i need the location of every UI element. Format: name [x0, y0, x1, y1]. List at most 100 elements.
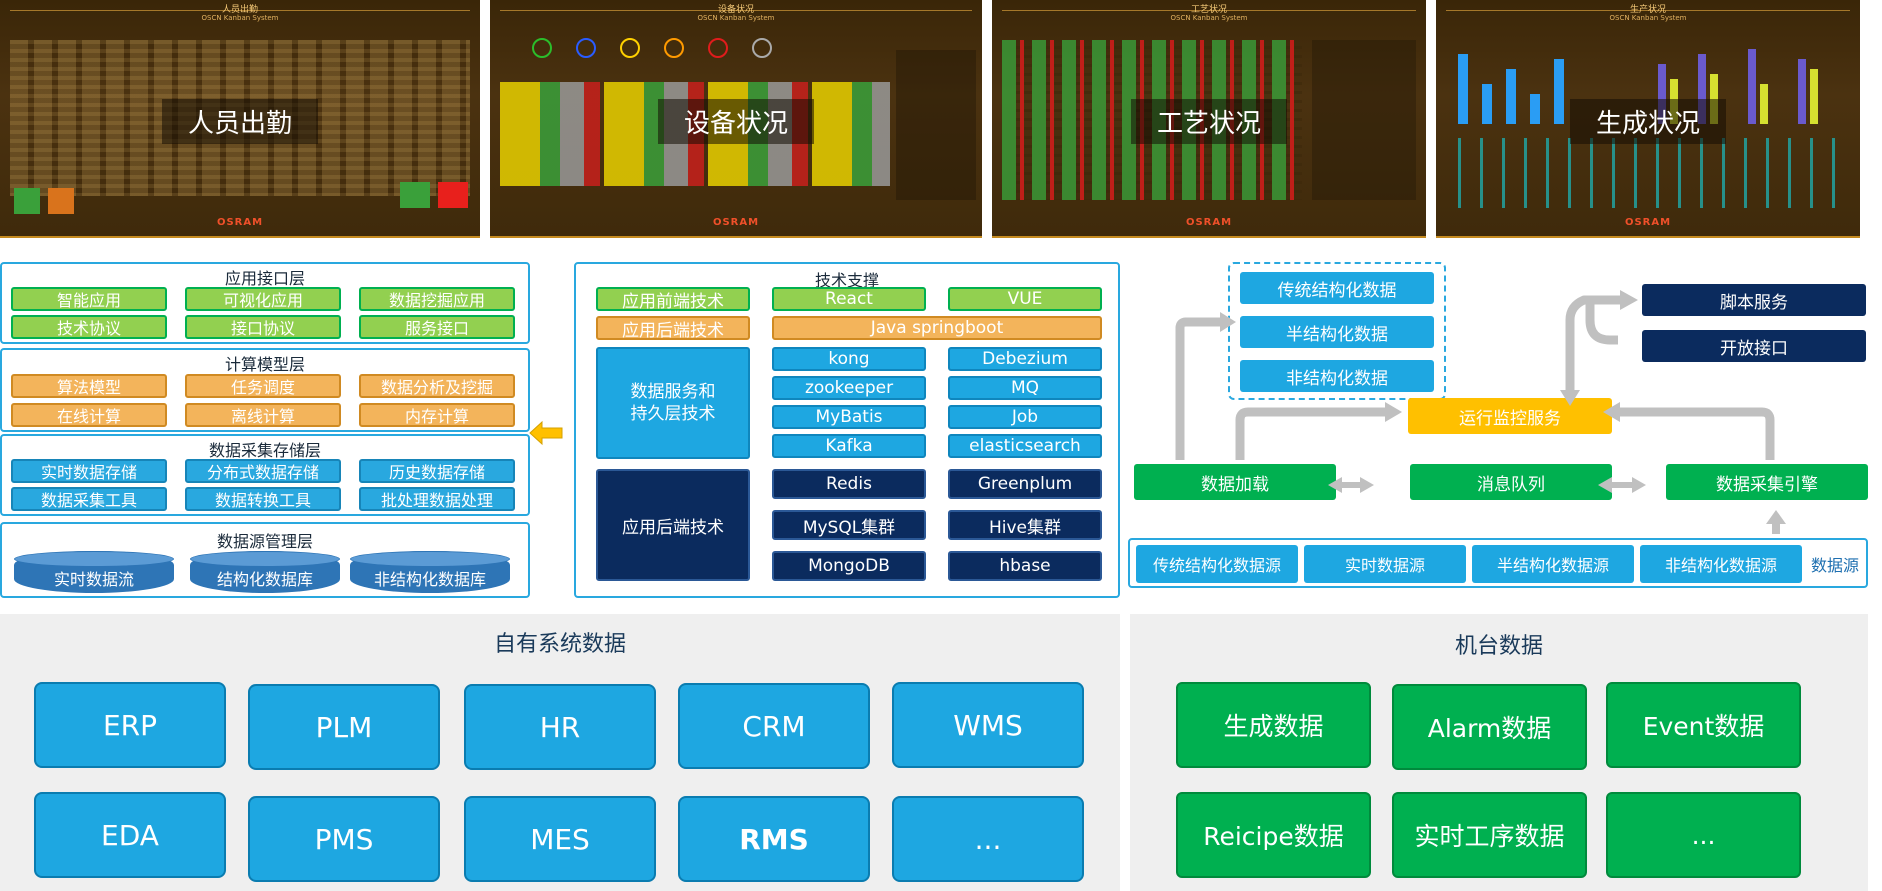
tech-item[interactable]: MQ — [948, 376, 1102, 400]
dashboard-title: 生成状况 — [1569, 99, 1727, 144]
tech-title: 技术支撑 — [814, 271, 879, 290]
dashboard-production[interactable]: 生产状况 OSCN Kanban System 生成状况 OSRAM — [1436, 0, 1860, 238]
tech-item[interactable]: Java springboot — [772, 316, 1102, 340]
monitor-service[interactable]: 运行监控服务 — [1408, 398, 1612, 434]
tech-item[interactable]: MyBatis — [772, 405, 926, 429]
status-ring — [620, 38, 640, 58]
machine-data-tile[interactable]: 实时工序数据 — [1392, 792, 1587, 878]
dashboard-subtitle: OSCN Kanban System — [201, 14, 279, 22]
machine-data-tile[interactable]: Alarm数据 — [1392, 684, 1587, 770]
tech-item[interactable]: Job — [948, 405, 1102, 429]
equipment-sidebar — [896, 50, 976, 200]
system-tile[interactable]: MES — [464, 796, 656, 882]
data-source-item[interactable]: 半结构化数据源 — [1472, 545, 1634, 583]
layer-item[interactable]: 技术协议 — [11, 315, 167, 339]
layer-item[interactable]: 数据分析及挖掘 — [359, 374, 515, 398]
tech-item[interactable]: MongoDB — [772, 551, 926, 581]
data-source-label: 数据源 — [1810, 556, 1859, 575]
data-type-item[interactable]: 非结构化数据 — [1240, 360, 1434, 392]
layer-item[interactable]: 数据挖掘应用 — [359, 287, 515, 311]
dashboard-attendance[interactable]: 人员出勤 OSCN Kanban System 人员出勤 OSRAM — [0, 0, 480, 238]
system-tile[interactable]: HR — [464, 684, 656, 770]
machine-data-tile[interactable]: Reicipe数据 — [1176, 792, 1371, 878]
system-tile[interactable]: ERP — [34, 682, 226, 768]
collect-engine[interactable]: 数据采集引擎 — [1666, 464, 1868, 500]
script-service[interactable]: 脚本服务 — [1642, 284, 1866, 316]
dashboard-equipment[interactable]: 设备状况 OSCN Kanban System 设备状况 OSRAM — [490, 0, 982, 238]
process-notes — [1312, 40, 1416, 200]
frontend-label[interactable]: 应用前端技术 — [596, 287, 750, 312]
backend-label[interactable]: 应用后端技术 — [596, 316, 750, 341]
data-source-item[interactable]: 传统结构化数据源 — [1136, 545, 1298, 583]
status-ring — [576, 38, 596, 58]
system-tile[interactable]: WMS — [892, 682, 1084, 768]
message-queue[interactable]: 消息队列 — [1410, 464, 1612, 500]
left-arrow-icon — [529, 420, 563, 446]
tech-item[interactable]: kong — [772, 347, 926, 371]
layer-item[interactable]: 离线计算 — [185, 403, 341, 427]
dashboard-header: 设备状况 — [717, 5, 755, 15]
tech-item[interactable]: Redis — [772, 469, 926, 499]
layer-item[interactable]: 算法模型 — [11, 374, 167, 398]
layer-item[interactable]: 内存计算 — [359, 403, 515, 427]
collect-storage-layer: 数据采集存储层 实时数据存储 分布式数据存储 历史数据存储 数据采集工具 数据转… — [0, 434, 530, 516]
own-data-title: 自有系统数据 — [493, 632, 626, 657]
cylinder-label: 结构化数据库 — [216, 570, 313, 589]
tech-item[interactable]: Kafka — [772, 434, 926, 458]
database-cylinder[interactable]: 实时数据流 — [14, 551, 174, 593]
system-tile[interactable]: ... — [892, 796, 1084, 882]
dashboard-title: 工艺状况 — [1130, 99, 1288, 144]
backend2-label[interactable]: 应用后端技术 — [596, 469, 750, 581]
data-source-item[interactable]: 实时数据源 — [1304, 545, 1466, 583]
dashboard-subtitle: OSCN Kanban System — [1609, 14, 1687, 22]
dashboard-process[interactable]: 工艺状况 OSCN Kanban System 工艺状况 OSRAM — [992, 0, 1426, 238]
system-tile[interactable]: CRM — [678, 683, 870, 769]
layer-item[interactable]: 在线计算 — [11, 403, 167, 427]
layer-item[interactable]: 可视化应用 — [185, 287, 341, 311]
tech-item[interactable]: Hive集群 — [948, 510, 1102, 540]
system-tile[interactable]: RMS — [678, 796, 870, 882]
layer-item[interactable]: 分布式数据存储 — [185, 459, 341, 483]
tech-item[interactable]: Debezium — [948, 347, 1102, 371]
layer-item[interactable]: 数据采集工具 — [11, 487, 167, 511]
status-ring — [752, 38, 772, 58]
machine-data-tile[interactable]: 生成数据 — [1176, 682, 1371, 768]
data-source-item[interactable]: 非结构化数据源 — [1640, 545, 1802, 583]
data-service-label[interactable]: 数据服务和持久层技术 — [596, 347, 750, 459]
dashboard-header-line — [10, 10, 470, 11]
layer-item[interactable]: 批处理数据处理 — [359, 487, 515, 511]
layer-item[interactable]: 数据转换工具 — [185, 487, 341, 511]
database-cylinder[interactable]: 非结构化数据库 — [350, 551, 510, 593]
layer-item[interactable]: 任务调度 — [185, 374, 341, 398]
dashboard-header-line — [500, 10, 972, 11]
layer-title: 数据源管理层 — [216, 532, 313, 551]
status-ring — [664, 38, 684, 58]
layer-item[interactable]: 智能应用 — [11, 287, 167, 311]
data-type-item[interactable]: 传统结构化数据 — [1240, 272, 1434, 304]
tech-item[interactable]: Greenplum — [948, 469, 1102, 499]
tech-item[interactable]: hbase — [948, 551, 1102, 581]
tech-item[interactable]: elasticsearch — [948, 434, 1102, 458]
open-interface[interactable]: 开放接口 — [1642, 330, 1866, 362]
tech-item[interactable]: zookeeper — [772, 376, 926, 400]
machine-data-tile[interactable]: Event数据 — [1606, 682, 1801, 768]
layer-item[interactable]: 实时数据存储 — [11, 459, 167, 483]
system-tile[interactable]: EDA — [34, 792, 226, 878]
data-type-item[interactable]: 半结构化数据 — [1240, 316, 1434, 348]
datasource-mgmt-layer: 数据源管理层 实时数据流 结构化数据库 非结构化数据库 — [0, 522, 530, 598]
system-tile[interactable]: PLM — [248, 684, 440, 770]
dashboard-subtitle: OSCN Kanban System — [1170, 14, 1248, 22]
tech-item[interactable]: MySQL集群 — [772, 510, 926, 540]
layer-item[interactable]: 接口协议 — [185, 315, 341, 339]
layer-item[interactable]: 历史数据存储 — [359, 459, 515, 483]
tech-item[interactable]: VUE — [948, 287, 1102, 311]
machine-data-tile[interactable]: ... — [1606, 792, 1801, 878]
data-source-panel: 传统结构化数据源 实时数据源 半结构化数据源 非结构化数据源 数据源 — [1128, 538, 1868, 588]
database-cylinder[interactable]: 结构化数据库 — [190, 551, 340, 593]
data-load[interactable]: 数据加载 — [1134, 464, 1336, 500]
tech-item[interactable]: React — [772, 287, 926, 311]
layer-item[interactable]: 服务接口 — [359, 315, 515, 339]
system-tile[interactable]: PMS — [248, 796, 440, 882]
osram-logo: OSRAM — [1185, 217, 1233, 228]
osram-logo: OSRAM — [1624, 217, 1672, 228]
